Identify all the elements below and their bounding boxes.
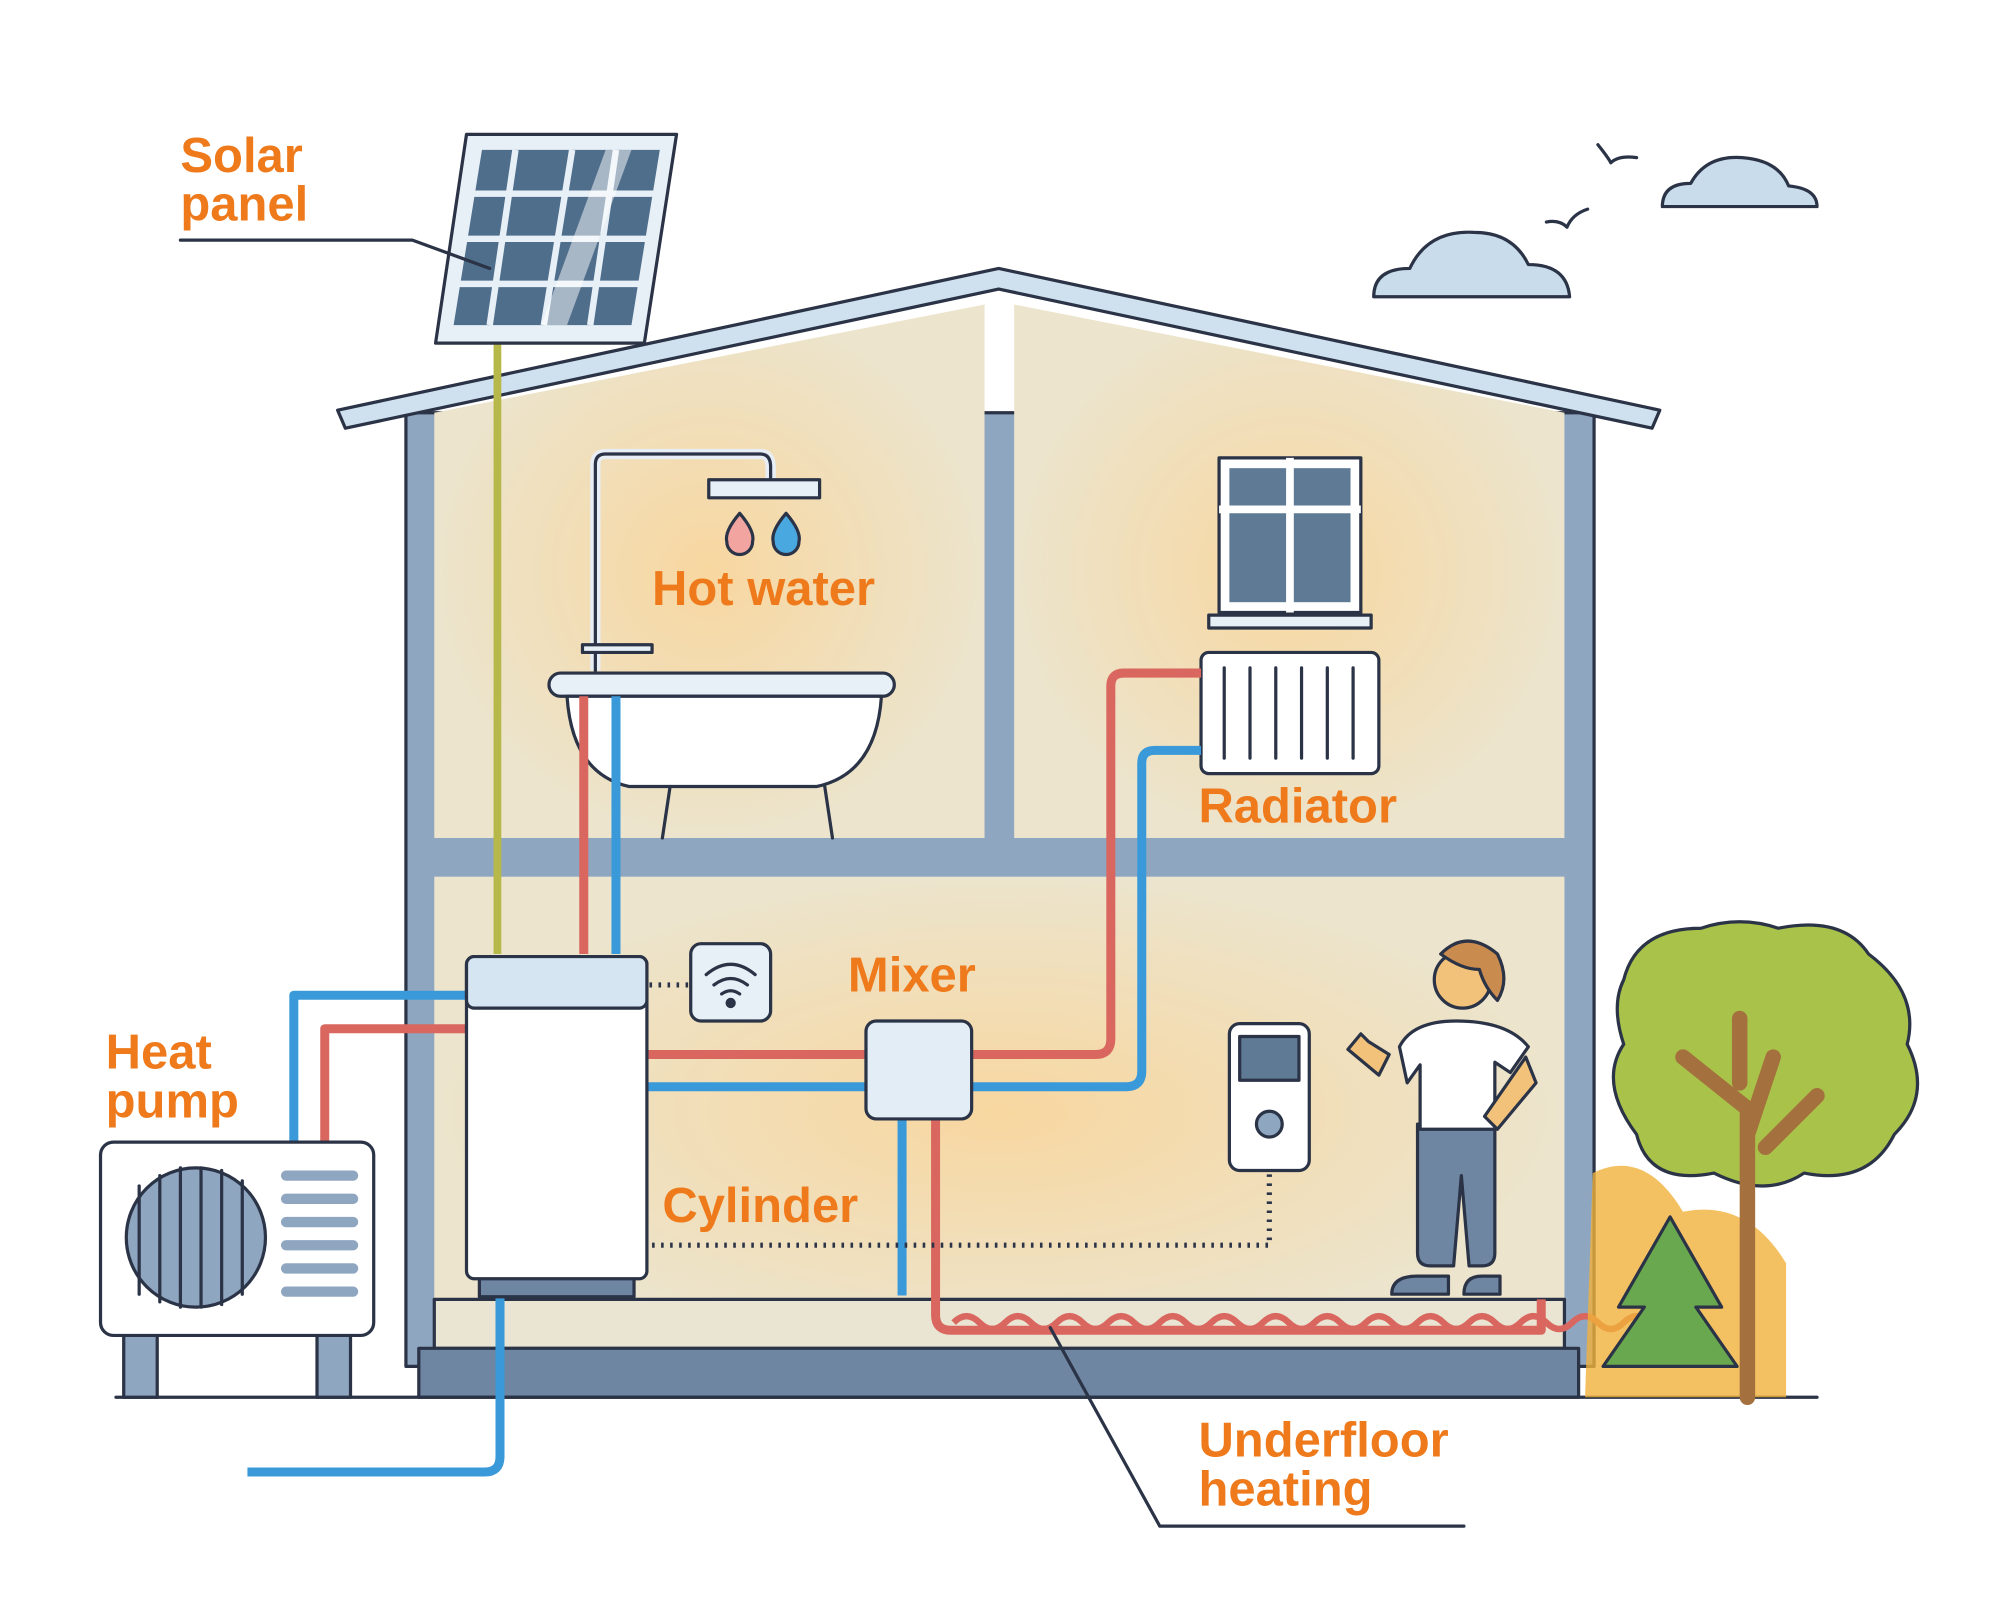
cylinder-label: Cylinder <box>662 1179 858 1233</box>
mixer <box>864 1019 974 1121</box>
hot-water-label: Hot water <box>652 562 875 616</box>
wifi-icon <box>649 942 773 1023</box>
solar-panel <box>433 132 679 954</box>
person-illustration <box>1346 939 1538 1296</box>
mixer-label: Mixer <box>848 948 976 1002</box>
underfloor-leader-line <box>1048 1326 1466 1528</box>
radiator <box>1199 650 1381 776</box>
cylinder <box>464 954 649 1299</box>
window <box>1207 456 1373 630</box>
pipes <box>247 668 1546 1477</box>
heat-pump <box>98 1140 376 1399</box>
underfloor-heating-coil <box>951 1312 1678 1333</box>
radiator-label: Radiator <box>1198 780 1397 834</box>
hot-water-drop-icon <box>724 511 755 557</box>
birds-icon <box>1544 143 1639 229</box>
bathtub <box>547 671 896 840</box>
thermostat-controller <box>652 1021 1311 1248</box>
shower <box>580 448 822 673</box>
tree-icon <box>1585 920 1920 1406</box>
fan-icon <box>124 1166 268 1309</box>
cloud-icon <box>1372 155 1819 299</box>
cold-water-drop-icon <box>771 511 801 557</box>
solar-panel-leader-line <box>178 238 492 271</box>
